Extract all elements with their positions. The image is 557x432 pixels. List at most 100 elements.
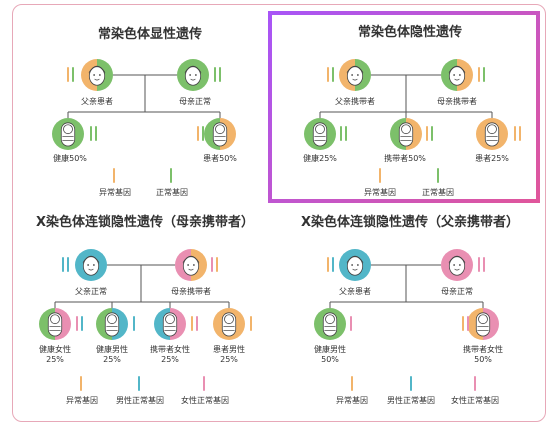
p2-child3-gene2 xyxy=(519,126,521,141)
p4-legend-abnormal-bar xyxy=(351,376,353,391)
p4-mother-mouth xyxy=(454,268,460,271)
p3-child3-gene1 xyxy=(191,316,193,331)
panel2-legend-normal: 正常基因 xyxy=(422,187,454,197)
panel1-child2-label: 患者50% xyxy=(203,153,237,163)
p3-mother-gene2 xyxy=(216,257,218,272)
p4-legend-female-bar xyxy=(474,376,476,391)
p4-mother-gene2 xyxy=(483,257,485,272)
panel3-child4-pct: 25% xyxy=(220,355,238,364)
p2-child3-gene1 xyxy=(514,126,516,141)
p2-father-hair xyxy=(346,65,364,73)
p2-mother-mouth xyxy=(454,78,460,81)
p4-father-hair xyxy=(346,255,364,263)
p3-child3-head xyxy=(165,314,175,325)
p4-father-gene1 xyxy=(327,257,329,272)
p2-child2-gene1 xyxy=(426,126,428,141)
panel4-mother-label: 母亲正常 xyxy=(441,286,473,296)
p1-legend-normal-bar xyxy=(170,168,172,183)
p1-mother-gene1 xyxy=(214,67,216,82)
p3-father-face xyxy=(82,256,100,276)
panel3-legend-abnormal: 异常基因 xyxy=(66,395,98,405)
panel3-child4-label: 患者男性 xyxy=(213,344,245,354)
p3-child4-head xyxy=(224,314,234,325)
panel3-father-label: 父亲正常 xyxy=(75,286,107,296)
p4-mother-eye-l xyxy=(453,264,456,266)
p1-father-eye-r xyxy=(98,74,101,76)
panel2-legend-abnormal: 异常基因 xyxy=(364,187,396,197)
p2-father-gene2 xyxy=(332,67,334,82)
panel1-legend-abnormal: 异常基因 xyxy=(99,187,131,197)
p2-mother-hair xyxy=(448,65,466,73)
p4-legend-male-bar xyxy=(410,376,412,391)
p2-mother-eye-l xyxy=(453,74,456,76)
panel4-child2-pct: 50% xyxy=(474,355,492,364)
panel1-father-label: 父亲患者 xyxy=(81,96,113,106)
panel1-legend-normal: 正常基因 xyxy=(156,187,188,197)
p4-child2-head xyxy=(478,314,488,325)
panel4-legend-female: 女性正常基因 xyxy=(451,395,499,405)
panel1-mother-label: 母亲正常 xyxy=(179,96,211,106)
p2-child1-head xyxy=(315,124,325,135)
p3-mother-eye-l xyxy=(187,264,190,266)
panel3-child2-pct: 25% xyxy=(103,355,121,364)
p2-mother-gene2 xyxy=(483,67,485,82)
p3-child1-head xyxy=(50,314,60,325)
p1-mother-face xyxy=(184,66,202,86)
p3-child1-gene1 xyxy=(76,316,78,331)
p1-mother-gene2 xyxy=(219,67,221,82)
p1-child2-gene1 xyxy=(197,126,199,141)
p1-father-gene1 xyxy=(67,67,69,82)
panel3-legend-male: 男性正常基因 xyxy=(116,395,164,405)
p1-child1-gene1 xyxy=(90,126,92,141)
p4-father-face xyxy=(346,256,364,276)
panel2-child3-label: 患者25% xyxy=(475,153,509,163)
p1-father-gene2 xyxy=(72,67,74,82)
p3-child1-gene2 xyxy=(81,316,83,331)
panel-title-2: 常染色体隐性遗传 xyxy=(358,24,462,40)
panel4-child1-pct: 50% xyxy=(321,355,339,364)
panel-title-1: 常染色体显性遗传 xyxy=(98,26,202,42)
p3-legend-male-bar xyxy=(138,376,140,391)
p3-child2-head xyxy=(107,314,117,325)
p2-mother-face xyxy=(448,66,466,86)
p1-father-face xyxy=(88,66,106,86)
p1-child2-head xyxy=(215,124,225,135)
p1-child2-gene2 xyxy=(202,126,204,141)
p2-child2-gene2 xyxy=(431,126,433,141)
p1-mother-eye-l xyxy=(189,74,192,76)
highlight-frame xyxy=(268,11,540,203)
p2-child1-gene2 xyxy=(345,126,347,141)
p3-father-eye-r xyxy=(92,264,95,266)
panel3-child2-label: 健康男性 xyxy=(96,344,128,354)
p4-mother-face xyxy=(448,256,466,276)
panel3-child3-label: 携带者女性 xyxy=(150,344,190,354)
p3-father-hair xyxy=(82,255,100,263)
panel4-legend-male: 男性正常基因 xyxy=(387,395,435,405)
p3-mother-hair xyxy=(182,255,200,263)
p4-father-gene2 xyxy=(332,257,334,272)
p1-child1-head xyxy=(63,124,73,135)
p3-legend-abnormal-bar xyxy=(80,376,82,391)
p4-child1-head xyxy=(325,314,335,325)
panel2-child2-label: 携带者50% xyxy=(384,153,426,163)
p1-legend-abnormal-bar xyxy=(113,168,115,183)
p4-mother-hair xyxy=(448,255,466,263)
p2-father-eye-r xyxy=(356,74,359,76)
p4-child1-gene1 xyxy=(350,316,352,331)
panel-title-4: X染色体连锁隐性遗传（父亲携带者） xyxy=(301,214,519,230)
p3-father-gene2 xyxy=(67,257,69,272)
panel-title-3: X染色体连锁隐性遗传（母亲携带者） xyxy=(36,214,254,230)
p4-child2-gene1 xyxy=(462,316,464,331)
panel2-father-label: 父亲携带者 xyxy=(335,96,375,106)
panel4-child1-label: 健康男性 xyxy=(314,344,346,354)
p3-father-gene1 xyxy=(62,257,64,272)
p1-child1-gene2 xyxy=(95,126,97,141)
p1-mother-eye-r xyxy=(194,74,197,76)
p2-father-face xyxy=(346,66,364,86)
p4-father-eye-r xyxy=(356,264,359,266)
p3-legend-female-bar xyxy=(203,376,205,391)
p2-child1-gene1 xyxy=(340,126,342,141)
panel1-child1-label: 健康50% xyxy=(53,153,87,163)
p4-mother-eye-r xyxy=(458,264,461,266)
